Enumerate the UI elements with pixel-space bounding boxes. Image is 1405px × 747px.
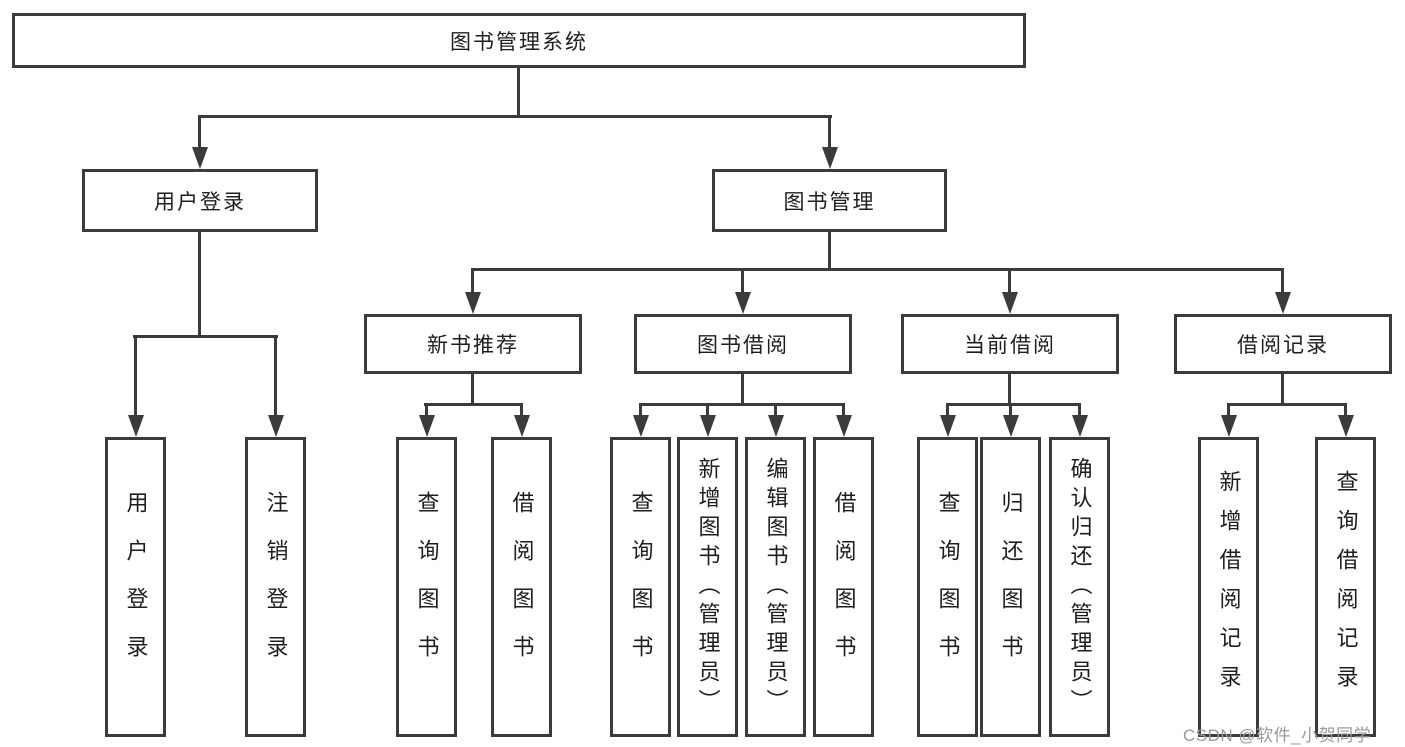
arrow-down-icon: [940, 415, 956, 437]
connector-stem: [425, 403, 428, 417]
leaf-add-borrow-record-label: 新增借阅记录: [1216, 470, 1242, 704]
leaf-query-books-current-label: 查询图书: [935, 491, 961, 683]
leaf-borrow-books-recommend: 借阅图书: [491, 437, 552, 737]
leaf-query-books-borrow: 查询图书: [610, 437, 671, 737]
arrow-down-icon: [700, 415, 716, 437]
node-borrow-records: 借阅记录: [1174, 314, 1392, 374]
node-book-borrowing-label: 图书借阅: [697, 334, 789, 357]
leaf-borrow-books-recommend-label: 借阅图书: [509, 491, 535, 683]
leaf-confirm-return-admin: 确认归还（管理员）: [1049, 437, 1110, 737]
connector-branch: [1227, 403, 1347, 406]
leaf-query-books-borrow-label: 查询图书: [628, 491, 654, 683]
leaf-query-borrow-record-label: 查询借阅记录: [1333, 470, 1359, 704]
leaf-edit-books-admin-label: 编辑图书（管理员）: [763, 456, 789, 718]
node-user-login-label: 用户登录: [154, 190, 246, 214]
arrow-down-icon: [128, 415, 144, 437]
node-current-borrowing: 当前借阅: [901, 314, 1119, 374]
arrow-down-icon: [836, 415, 852, 437]
connector-level3-branch: [471, 268, 1284, 271]
arrow-down-icon: [268, 415, 284, 437]
connector-stem: [520, 403, 523, 417]
node-user-login: 用户登录: [82, 169, 318, 232]
leaf-query-borrow-record: 查询借阅记录: [1315, 437, 1376, 737]
leaf-logout-label: 注销登录: [263, 491, 289, 683]
connector-branch: [424, 403, 523, 406]
node-book-management: 图书管理: [712, 169, 947, 232]
connector-stem: [1008, 268, 1011, 295]
arrow-down-icon: [1002, 292, 1018, 314]
leaf-logout: 注销登录: [245, 437, 306, 737]
connector-level2-branch: [198, 115, 832, 118]
arrow-down-icon: [514, 415, 530, 437]
arrow-down-icon: [1221, 415, 1237, 437]
connector-stem: [842, 403, 845, 417]
leaf-borrow-books-label: 借阅图书: [831, 491, 857, 683]
connector-stem: [1281, 374, 1284, 405]
leaf-return-books: 归还图书: [980, 437, 1041, 737]
arrow-down-icon: [633, 415, 649, 437]
csdn-watermark: CSDN @软件_小贺同学: [1183, 726, 1372, 745]
node-library-system-label: 图书管理系统: [450, 30, 588, 54]
arrow-down-icon: [192, 147, 208, 169]
connector-stem: [741, 374, 744, 405]
leaf-query-books-recommend: 查询图书: [396, 437, 457, 737]
leaf-return-books-label: 归还图书: [998, 491, 1024, 683]
leaf-user-login: 用户登录: [105, 437, 166, 737]
leaf-edit-books-admin: 编辑图书（管理员）: [745, 437, 806, 737]
arrow-down-icon: [1275, 292, 1291, 314]
connector-stem: [828, 232, 831, 270]
arrow-down-icon: [768, 415, 784, 437]
connector-stem: [198, 232, 201, 337]
leaf-user-login-label: 用户登录: [123, 491, 149, 683]
connector-stem: [741, 268, 744, 295]
leaf-query-books-recommend-label: 查询图书: [414, 491, 440, 683]
leaf-add-books-admin-label: 新增图书（管理员）: [695, 456, 721, 718]
connector-stem: [1281, 268, 1284, 295]
connector-stem: [134, 335, 137, 417]
connector-stem: [706, 403, 709, 417]
connector-stem: [639, 403, 642, 417]
node-book-borrowing: 图书借阅: [634, 314, 852, 374]
node-library-system: 图书管理系统: [12, 13, 1026, 68]
connector-stem: [1009, 403, 1012, 417]
leaf-borrow-books: 借阅图书: [813, 437, 874, 737]
arrow-down-icon: [822, 147, 838, 169]
connector-stem: [1344, 403, 1347, 417]
connector-branch: [133, 335, 278, 338]
connector-branch: [639, 403, 845, 406]
leaf-add-borrow-record: 新增借阅记录: [1198, 437, 1259, 737]
connector-stem: [774, 403, 777, 417]
connector-stem: [828, 115, 831, 150]
connector-stem: [1008, 374, 1011, 405]
node-borrow-records-label: 借阅记录: [1237, 334, 1329, 357]
leaf-confirm-return-admin-label: 确认归还（管理员）: [1067, 456, 1093, 718]
connector-stem: [946, 403, 949, 417]
node-current-borrowing-label: 当前借阅: [964, 334, 1056, 357]
connector-stem: [198, 115, 201, 150]
node-new-book-recommend-label: 新书推荐: [427, 334, 519, 357]
node-new-book-recommend: 新书推荐: [364, 314, 582, 374]
arrow-down-icon: [419, 415, 435, 437]
connector-root-stem: [517, 68, 520, 118]
connector-stem: [471, 268, 474, 295]
node-book-management-label: 图书管理: [783, 190, 876, 214]
arrow-down-icon: [465, 292, 481, 314]
connector-branch: [946, 403, 1081, 406]
leaf-query-books-current: 查询图书: [917, 437, 978, 737]
connector-stem: [1227, 403, 1230, 417]
arrow-down-icon: [1072, 415, 1088, 437]
connector-stem: [1078, 403, 1081, 417]
connector-stem: [274, 335, 277, 417]
arrow-down-icon: [1338, 415, 1354, 437]
connector-stem: [471, 374, 474, 405]
arrow-down-icon: [735, 292, 751, 314]
arrow-down-icon: [1003, 415, 1019, 437]
leaf-add-books-admin: 新增图书（管理员）: [677, 437, 738, 737]
